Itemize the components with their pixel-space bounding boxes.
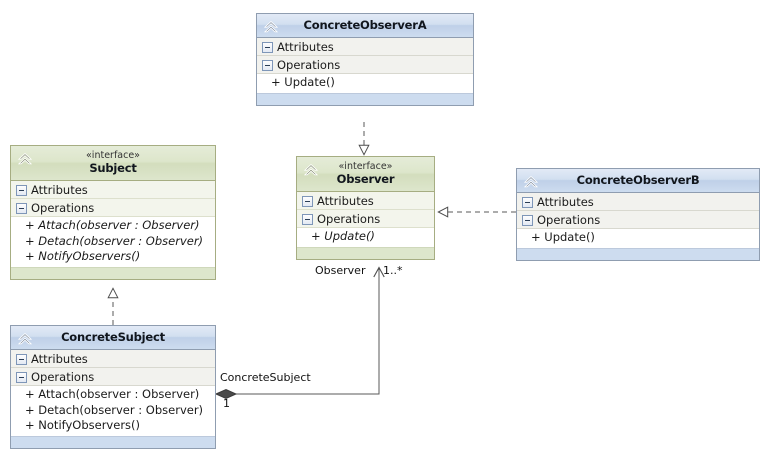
class-box-observer[interactable]: «interface» Observer Attributes Operatio… [296, 156, 435, 260]
class-footer [297, 246, 434, 259]
class-header-concrete-observer-b: ConcreteObserverB [517, 169, 759, 193]
operations-list-concrete-subject: + Attach(observer : Observer) + Detach(o… [11, 386, 215, 436]
operation-item: + Attach(observer : Observer) [25, 218, 200, 232]
attributes-label: Attributes [277, 40, 334, 54]
class-stereotype-subject: «interface» [86, 150, 140, 161]
operation-item: + NotifyObservers() [25, 249, 141, 263]
connector-concrete-subject-to-observer-composition [214, 266, 385, 400]
attributes-label: Attributes [537, 195, 594, 209]
class-footer [257, 92, 473, 105]
connector-label-observer-multiplicity: 1..* [383, 264, 403, 277]
operations-label: Operations [31, 370, 95, 384]
attributes-compartment-concrete-observer-a[interactable]: Attributes [257, 38, 473, 56]
minus-toggle-icon[interactable] [16, 354, 27, 365]
double-chevron-up-icon [303, 162, 319, 178]
class-header-subject: «interface» Subject [11, 146, 215, 181]
operations-compartment-observer[interactable]: Operations [297, 210, 434, 228]
minus-toggle-icon[interactable] [262, 42, 273, 53]
attributes-label: Attributes [317, 194, 374, 208]
connector-label-concrete-subject-multiplicity: 1 [223, 397, 230, 410]
attributes-compartment-concrete-subject[interactable]: Attributes [11, 350, 215, 368]
operations-label: Operations [317, 212, 381, 226]
double-chevron-up-icon [17, 151, 33, 167]
minus-toggle-icon[interactable] [16, 185, 27, 196]
double-chevron-up-icon [523, 174, 539, 190]
class-name-observer: Observer [336, 172, 395, 186]
double-chevron-up-icon [17, 331, 33, 347]
class-footer [11, 266, 215, 279]
connector-label-concrete-subject-role: ConcreteSubject [220, 371, 311, 384]
class-box-concrete-observer-b[interactable]: ConcreteObserverB Attributes Operations … [516, 168, 760, 261]
class-box-concrete-observer-a[interactable]: ConcreteObserverA Attributes Operations … [256, 13, 474, 106]
class-name-subject: Subject [89, 161, 137, 175]
operation-item: + Update() [271, 75, 335, 89]
operations-compartment-subject[interactable]: Operations [11, 199, 215, 217]
operation-item: + Update() [531, 230, 595, 244]
minus-toggle-icon[interactable] [16, 372, 27, 383]
operations-compartment-concrete-observer-b[interactable]: Operations [517, 211, 759, 229]
operation-item: + Attach(observer : Observer) [25, 387, 200, 401]
minus-toggle-icon[interactable] [522, 215, 533, 226]
connector-label-observer-role: Observer [315, 264, 366, 277]
class-box-concrete-subject[interactable]: ConcreteSubject Attributes Operations + … [10, 325, 216, 449]
class-header-concrete-observer-a: ConcreteObserverA [257, 14, 473, 38]
class-footer [517, 247, 759, 260]
minus-toggle-icon[interactable] [522, 197, 533, 208]
minus-toggle-icon[interactable] [302, 214, 313, 225]
minus-toggle-icon[interactable] [262, 60, 273, 71]
operations-label: Operations [537, 213, 601, 227]
operations-label: Operations [277, 58, 341, 72]
attributes-compartment-concrete-observer-b[interactable]: Attributes [517, 193, 759, 211]
minus-toggle-icon[interactable] [16, 203, 27, 214]
class-stereotype-observer: «interface» [338, 161, 393, 172]
class-name-concrete-observer-a: ConcreteObserverA [303, 18, 427, 32]
operation-item: + NotifyObservers() [25, 418, 141, 432]
operations-list-concrete-observer-a: + Update() [257, 74, 473, 93]
operations-compartment-concrete-subject[interactable]: Operations [11, 368, 215, 386]
class-name-concrete-observer-b: ConcreteObserverB [576, 173, 700, 187]
minus-toggle-icon[interactable] [302, 196, 313, 207]
operation-item: + Update() [311, 229, 375, 243]
operations-list-observer: + Update() [297, 228, 434, 247]
attributes-compartment-subject[interactable]: Attributes [11, 181, 215, 199]
operations-list-subject: + Attach(observer : Observer) + Detach(o… [11, 217, 215, 267]
composition-diamond-icon [214, 388, 238, 400]
operations-list-concrete-observer-b: + Update() [517, 229, 759, 248]
operation-item: + Detach(observer : Observer) [25, 233, 204, 248]
class-name-concrete-subject: ConcreteSubject [61, 330, 165, 344]
operations-label: Operations [31, 201, 95, 215]
class-footer [11, 435, 215, 448]
class-header-observer: «interface» Observer [297, 157, 434, 192]
class-header-concrete-subject: ConcreteSubject [11, 326, 215, 350]
operations-compartment-concrete-observer-a[interactable]: Operations [257, 56, 473, 74]
attributes-label: Attributes [31, 183, 88, 197]
operation-item: + Detach(observer : Observer) [25, 402, 204, 417]
class-box-subject[interactable]: «interface» Subject Attributes Operation… [10, 145, 216, 280]
double-chevron-up-icon [263, 19, 279, 35]
attributes-compartment-observer[interactable]: Attributes [297, 192, 434, 210]
attributes-label: Attributes [31, 352, 88, 366]
